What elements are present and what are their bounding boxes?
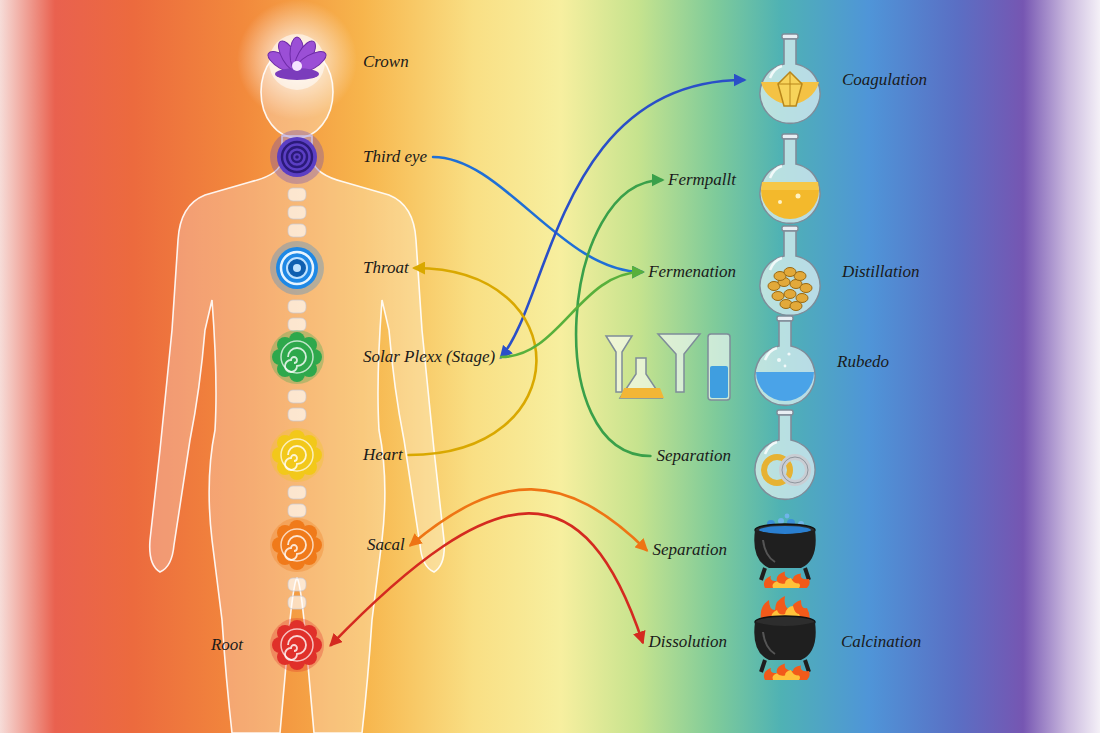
flask-icon <box>745 314 825 410</box>
chakra-node: Throat <box>269 240 409 296</box>
chakra-icon <box>269 617 325 673</box>
connector-arrow <box>331 513 643 645</box>
connector-arrow <box>433 157 642 272</box>
chakra-icon <box>269 427 325 483</box>
alchemy-node: Fermenation Distillation <box>648 224 919 320</box>
alchemy-node: Fermpallt <box>668 132 830 228</box>
label-group: Separation <box>652 540 741 560</box>
labware <box>606 334 730 400</box>
flask-icon <box>750 224 830 320</box>
label-group: Fermpallt <box>668 170 750 190</box>
cauldron-icon <box>741 596 829 688</box>
node-label: Crown <box>363 52 409 72</box>
chakra-node: Solar Plexx (Stage) <box>269 329 495 385</box>
alchemy-node: Coagulation <box>750 32 927 128</box>
node-label: Coagulation <box>842 70 927 90</box>
chakra-node: Third eye <box>269 129 427 185</box>
node-label: Rubedo <box>837 352 889 372</box>
connector-arrow <box>411 489 647 550</box>
chakra-node: Root <box>211 617 325 673</box>
chakra-node: Crown <box>267 32 409 92</box>
label-group: Calcination <box>829 632 921 652</box>
flask-icon <box>745 408 825 504</box>
chakra-icon <box>269 240 325 296</box>
node-label: Separation <box>652 540 727 560</box>
chakra-icon <box>269 129 325 185</box>
flask-icon <box>750 32 830 128</box>
connector-arrow <box>501 272 642 357</box>
chakra-icon <box>269 517 325 573</box>
label-group: Separation <box>656 446 745 466</box>
label-group: Dissolution <box>649 632 741 652</box>
alchemy-node: Rubedo <box>745 314 889 410</box>
node-label: Solar Plexx (Stage) <box>363 347 495 367</box>
label-group: Coagulation <box>830 70 927 90</box>
node-label: Dissolution <box>649 632 727 652</box>
node-label: Sacal <box>367 535 405 555</box>
alchemy-node: Dissolution Calcination <box>649 596 922 688</box>
node-label: Third eye <box>363 147 427 167</box>
flask-icon <box>750 132 830 228</box>
crown-chakra-icon <box>267 32 327 92</box>
node-label: Fermenation <box>648 262 736 282</box>
node-label: Fermpallt <box>668 170 736 190</box>
connector-arrow <box>501 80 744 357</box>
node-label: Heart <box>363 445 403 465</box>
node-label: Separation <box>656 446 731 466</box>
alchemy-node: Separation <box>656 408 825 504</box>
chakra-node: Sacal <box>269 517 405 573</box>
alchemy-node: Separation <box>652 504 829 596</box>
label-group: Fermenation <box>648 262 750 282</box>
label-group: Distillation <box>830 262 919 282</box>
cauldron-icon <box>741 504 829 596</box>
label-group: Rubedo <box>825 352 889 372</box>
node-label: Distillation <box>842 262 919 282</box>
node-label: Calcination <box>841 632 921 652</box>
chakra-icon <box>269 329 325 385</box>
node-label: Root <box>211 635 243 655</box>
connector-arrow <box>576 180 662 456</box>
node-label: Throat <box>363 258 409 278</box>
body-outline <box>150 136 445 733</box>
chakra-node: Heart <box>269 427 403 483</box>
